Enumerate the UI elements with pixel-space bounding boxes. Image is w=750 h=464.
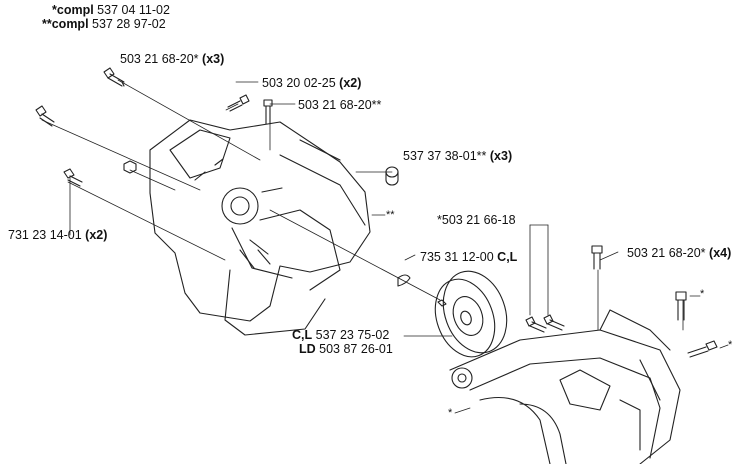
- label-735-31-12-00: 735 31 12-00 C,L: [420, 250, 518, 264]
- label-503-21-68-20-x4: 503 21 68-20* (x4): [627, 246, 732, 260]
- bolt-503-20-02-25: [227, 94, 250, 112]
- bolt-503-21-66-18-a: [525, 316, 547, 333]
- label-731-23-14-01: 731 23 14-01 (x2): [8, 228, 108, 242]
- bolt-503-21-68-20-x4: [591, 245, 603, 270]
- bolt-503-21-66-18-b: [543, 314, 565, 331]
- crankcase-half: [149, 119, 371, 336]
- bolt-left-2: [63, 168, 83, 187]
- star-mark-c: *: [448, 407, 453, 419]
- housing-dstar-mark: **: [386, 209, 395, 221]
- header-compl-1: *compl 537 04 11-02: [52, 3, 170, 17]
- clutch-drum: [434, 270, 508, 358]
- label-clutch-drum-cl: C,L 537 23 75-02: [292, 328, 390, 342]
- star-mark-a: *: [700, 288, 705, 300]
- bolt-503-21-68-20-top: [103, 67, 125, 87]
- bushing-537-37-38-01: [385, 166, 399, 186]
- label-503-21-68-20-dstar: 503 21 68-20**: [298, 98, 382, 112]
- label-503-21-66-18: *503 21 66-18: [437, 213, 516, 227]
- bolt-left: [35, 105, 55, 127]
- label-537-37-38-01: 537 37 38-01** (x3): [403, 149, 513, 163]
- spacer-735-31-12-00: [397, 274, 411, 287]
- star-mark-b: *: [728, 339, 733, 351]
- label-clutch-drum-ld: LD 503 87 26-01: [299, 342, 393, 356]
- header-compl-2: **compl 537 28 97-02: [42, 17, 166, 31]
- engine-housing: [449, 309, 681, 464]
- bolt-right-star: [675, 291, 687, 321]
- label-503-21-68-20-x3: 503 21 68-20* (x3): [120, 52, 225, 66]
- label-503-20-02-25: 503 20 02-25 (x2): [262, 76, 362, 90]
- leader-lines: [41, 79, 729, 414]
- bolt-right-lower-star: [687, 340, 718, 358]
- bolt-503-21-68-20-dstar: [263, 99, 273, 125]
- nut-731-23-14-01: [123, 160, 137, 174]
